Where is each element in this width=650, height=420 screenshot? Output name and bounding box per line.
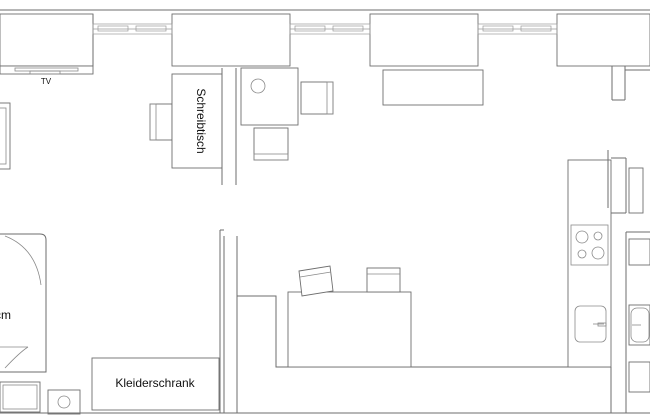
pillar-right	[556, 13, 650, 67]
window-right	[477, 23, 558, 35]
pillar-left	[0, 13, 94, 67]
bar-stool-right	[366, 267, 401, 293]
kitchen-island-area	[237, 265, 612, 413]
stove	[570, 224, 609, 266]
radiator	[382, 69, 484, 106]
wardrobe-body	[91, 357, 220, 411]
burner-3	[577, 249, 587, 259]
wardrobe-label: Kleiderschrank	[115, 376, 195, 390]
window-center	[289, 23, 371, 35]
tv-sideboard	[0, 65, 94, 75]
bedroom-partition	[219, 229, 238, 413]
tv-unit: TV	[0, 65, 94, 86]
window-left	[92, 23, 173, 35]
tv-stand	[29, 70, 61, 75]
plant	[250, 78, 266, 94]
stove-top	[570, 224, 609, 266]
top-wall	[0, 9, 650, 101]
desk-chair	[149, 103, 173, 141]
nightstand	[47, 389, 81, 415]
bed-size-label: cm	[0, 308, 11, 322]
burner-1	[575, 230, 589, 244]
tv-label: TV	[41, 77, 52, 86]
bed: cm	[0, 233, 47, 373]
small-dining-set	[240, 67, 334, 161]
bath-cabinet-lower	[628, 361, 650, 393]
wardrobe: Kleiderschrank	[91, 357, 220, 411]
desk	[171, 73, 223, 169]
burner-4	[591, 246, 605, 260]
small-table	[240, 67, 299, 126]
counter-body	[567, 159, 612, 368]
shelf-right	[628, 167, 644, 214]
armchair	[0, 102, 11, 170]
bath-cabinet	[628, 238, 650, 266]
bar-stool-left	[298, 265, 334, 297]
chair-bottom	[253, 127, 289, 161]
armchair-body	[0, 102, 11, 170]
pillar-center-left	[171, 13, 291, 67]
drawer-unit	[0, 381, 41, 413]
pillar-center-right	[369, 13, 479, 67]
kitchen-sink	[574, 305, 607, 343]
desk-area: Schreibtisch	[149, 68, 237, 185]
burner-2	[593, 231, 603, 241]
kitchen-island	[287, 291, 412, 368]
bathroom-edge	[625, 231, 650, 413]
desk-label: Schreibtisch	[194, 88, 208, 153]
chair-right	[300, 81, 334, 115]
lamp	[57, 395, 71, 409]
washbasin	[630, 307, 650, 343]
